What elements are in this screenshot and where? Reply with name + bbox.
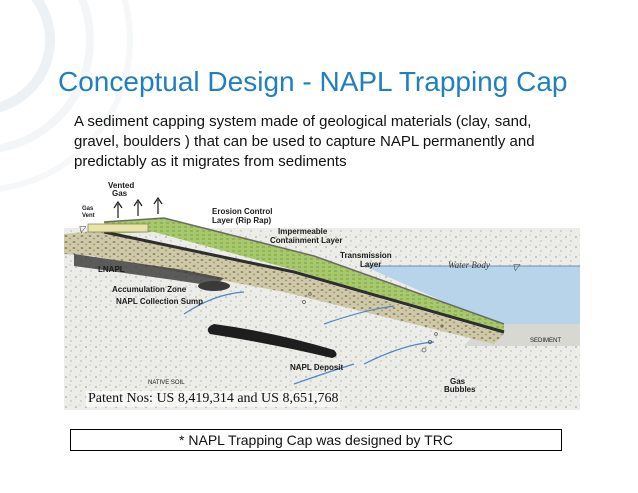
label-collection-sump: NAPL Collection Sump bbox=[116, 297, 203, 306]
label-lnapl: LNAPL bbox=[98, 265, 125, 274]
slide-title: Conceptual Design - NAPL Trapping Cap bbox=[58, 66, 568, 97]
label-native-soil: NATIVE SOIL bbox=[148, 380, 185, 386]
napl-migration-path bbox=[293, 363, 355, 385]
impermeable-layer bbox=[103, 230, 505, 334]
label-water-body: Water Body bbox=[448, 260, 490, 270]
gas-vent-pipe bbox=[87, 223, 149, 233]
label-erosion-control: Erosion Control Layer (Rip Rap) bbox=[212, 207, 275, 225]
water-surface-marker: ▽ bbox=[512, 262, 521, 272]
napl-deposit bbox=[207, 324, 337, 358]
label-impermeable: Impermeable Containment Layer bbox=[270, 227, 342, 245]
credit-note: * NAPL Trapping Cap was designed by TRC bbox=[70, 429, 562, 451]
napl-collection-sump bbox=[198, 281, 230, 291]
water-body bbox=[364, 266, 580, 324]
label-napl-deposit: NAPL Deposit bbox=[290, 363, 344, 372]
label-gas-vent: Gas Vent bbox=[82, 206, 95, 219]
rip-rap-edge bbox=[103, 217, 505, 325]
label-accumulation-zone: Accumulation Zone bbox=[112, 285, 187, 294]
napl-cap-diagram: ▽ ▽ Vented Gas Gas Vent Erosion Control … bbox=[64, 181, 580, 410]
label-gas-bubbles: Gas Bubbles bbox=[444, 377, 476, 394]
napl-migration-path bbox=[323, 305, 395, 325]
water-surface-marker: ▽ bbox=[78, 224, 87, 234]
label-vented-gas: Vented Gas bbox=[108, 181, 136, 198]
gas-bubbles bbox=[302, 292, 444, 353]
credit-text: * NAPL Trapping Cap was designed by TRC bbox=[179, 432, 453, 448]
napl-migration-path bbox=[183, 291, 245, 315]
label-transmission: Transmission Layer bbox=[340, 251, 394, 269]
patent-numbers: Patent Nos: US 8,419,314 and US 8,651,76… bbox=[86, 391, 341, 407]
label-sediment: SEDIMENT bbox=[530, 338, 561, 344]
transmission-layer bbox=[64, 230, 504, 344]
slide-description: A sediment capping system made of geolog… bbox=[74, 113, 535, 170]
vented-gas-arrows bbox=[113, 196, 163, 218]
accumulation-zone bbox=[74, 254, 224, 286]
